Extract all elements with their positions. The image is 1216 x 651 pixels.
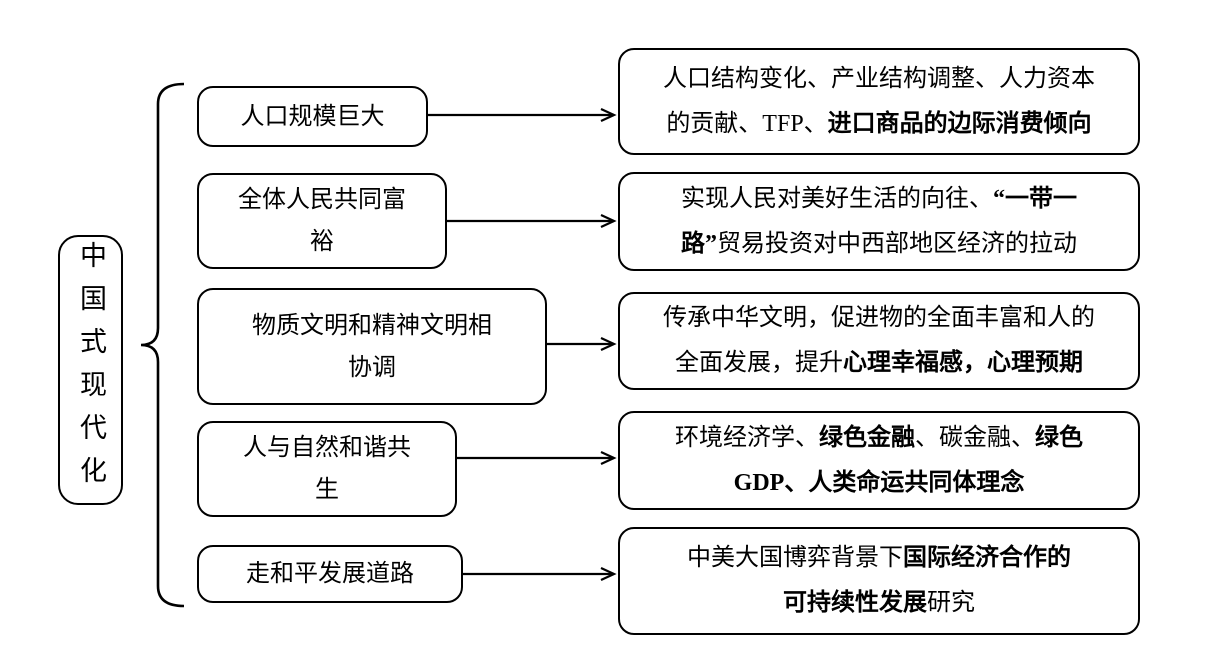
detail-box-common-prosperity: 实现人民对美好生活的向往、“一带一路”贸易投资对中西部地区经济的拉动 [618, 172, 1140, 271]
label-line: 的贡献、TFP、进口商品的边际消费倾向 [666, 102, 1091, 147]
label-line: 可持续性发展研究 [783, 581, 975, 626]
root-node-box: 中国式现代化 [58, 235, 123, 505]
text-segment: 中美大国博弈背景下 [687, 545, 903, 571]
label-line: 人口结构变化、产业结构调整、人力资本 [663, 57, 1095, 102]
text-segment: 、碳金融、 [915, 424, 1035, 451]
text-segment: 贸易投资对中西部地区经济的拉动 [717, 230, 1077, 257]
bold-text-segment: 心理幸福感，心理预期 [843, 350, 1083, 376]
label-line: 裕 [310, 229, 334, 255]
label-line: 实现人民对美好生活的向往、“一带一 [681, 177, 1077, 222]
label-line: 中美大国博弈背景下国际经济合作的 [687, 536, 1071, 581]
label-line: 全面发展，提升心理幸福感，心理预期 [675, 341, 1083, 386]
label-line: 人口规模巨大 [240, 103, 385, 130]
branch-box-harmony-nature: 人与自然和谐共生 [197, 421, 457, 517]
label-line: 协调 [348, 354, 396, 381]
curly-brace [140, 82, 185, 608]
label-line: 走和平发展道路 [246, 561, 414, 587]
detail-box-peaceful-development: 中美大国博弈背景下国际经济合作的可持续性发展研究 [618, 527, 1140, 635]
label-line: 路”贸易投资对中西部地区经济的拉动 [681, 222, 1077, 267]
text-segment: 传承中华文明，促进物的全面丰富和人的 [663, 305, 1095, 331]
label-line: 人与自然和谐共 [243, 435, 411, 461]
label-line: 全体人民共同富 [238, 187, 406, 213]
bold-text-segment: 路” [681, 230, 717, 257]
detail-box-population-scale: 人口结构变化、产业结构调整、人力资本的贡献、TFP、进口商品的边际消费倾向 [618, 48, 1140, 155]
text-segment: 环境经济学、 [675, 424, 819, 451]
bold-text-segment: 绿色金融 [819, 424, 915, 451]
bold-text-segment: “一带一 [993, 185, 1077, 212]
detail-box-material-spiritual: 传承中华文明，促进物的全面丰富和人的全面发展，提升心理幸福感，心理预期 [618, 292, 1140, 390]
text-segment: 实现人民对美好生活的向往、 [681, 185, 993, 212]
text-segment: 人口结构变化、产业结构调整、人力资本 [663, 65, 1095, 92]
label-line: 环境经济学、绿色金融、碳金融、绿色 [675, 416, 1083, 461]
branch-box-population-scale: 人口规模巨大 [197, 86, 428, 147]
text-segment: 研究 [927, 590, 975, 616]
root-node-label: 中国式现代化 [76, 241, 106, 499]
text-segment: 的贡献、TFP、 [666, 110, 828, 137]
bold-text-segment: 可持续性发展 [783, 590, 927, 616]
label-line: 生 [315, 477, 339, 503]
branch-box-peaceful-development: 走和平发展道路 [197, 545, 463, 603]
bold-text-segment: GDP、人类命运共同体理念 [733, 469, 1025, 496]
label-line: GDP、人类命运共同体理念 [734, 461, 1025, 506]
text-segment: 全面发展，提升 [675, 350, 843, 376]
bold-text-segment: 进口商品的边际消费倾向 [827, 110, 1092, 137]
branch-box-material-spiritual: 物质文明和精神文明相协调 [197, 288, 547, 405]
bold-text-segment: 国际经济合作的 [903, 545, 1071, 571]
label-line: 物质文明和精神文明相 [252, 312, 492, 339]
label-line: 传承中华文明，促进物的全面丰富和人的 [663, 296, 1095, 341]
branch-box-common-prosperity: 全体人民共同富裕 [197, 173, 447, 269]
detail-box-harmony-nature: 环境经济学、绿色金融、碳金融、绿色 GDP、人类命运共同体理念 [618, 411, 1140, 510]
bold-text-segment: 绿色 [1035, 424, 1083, 451]
